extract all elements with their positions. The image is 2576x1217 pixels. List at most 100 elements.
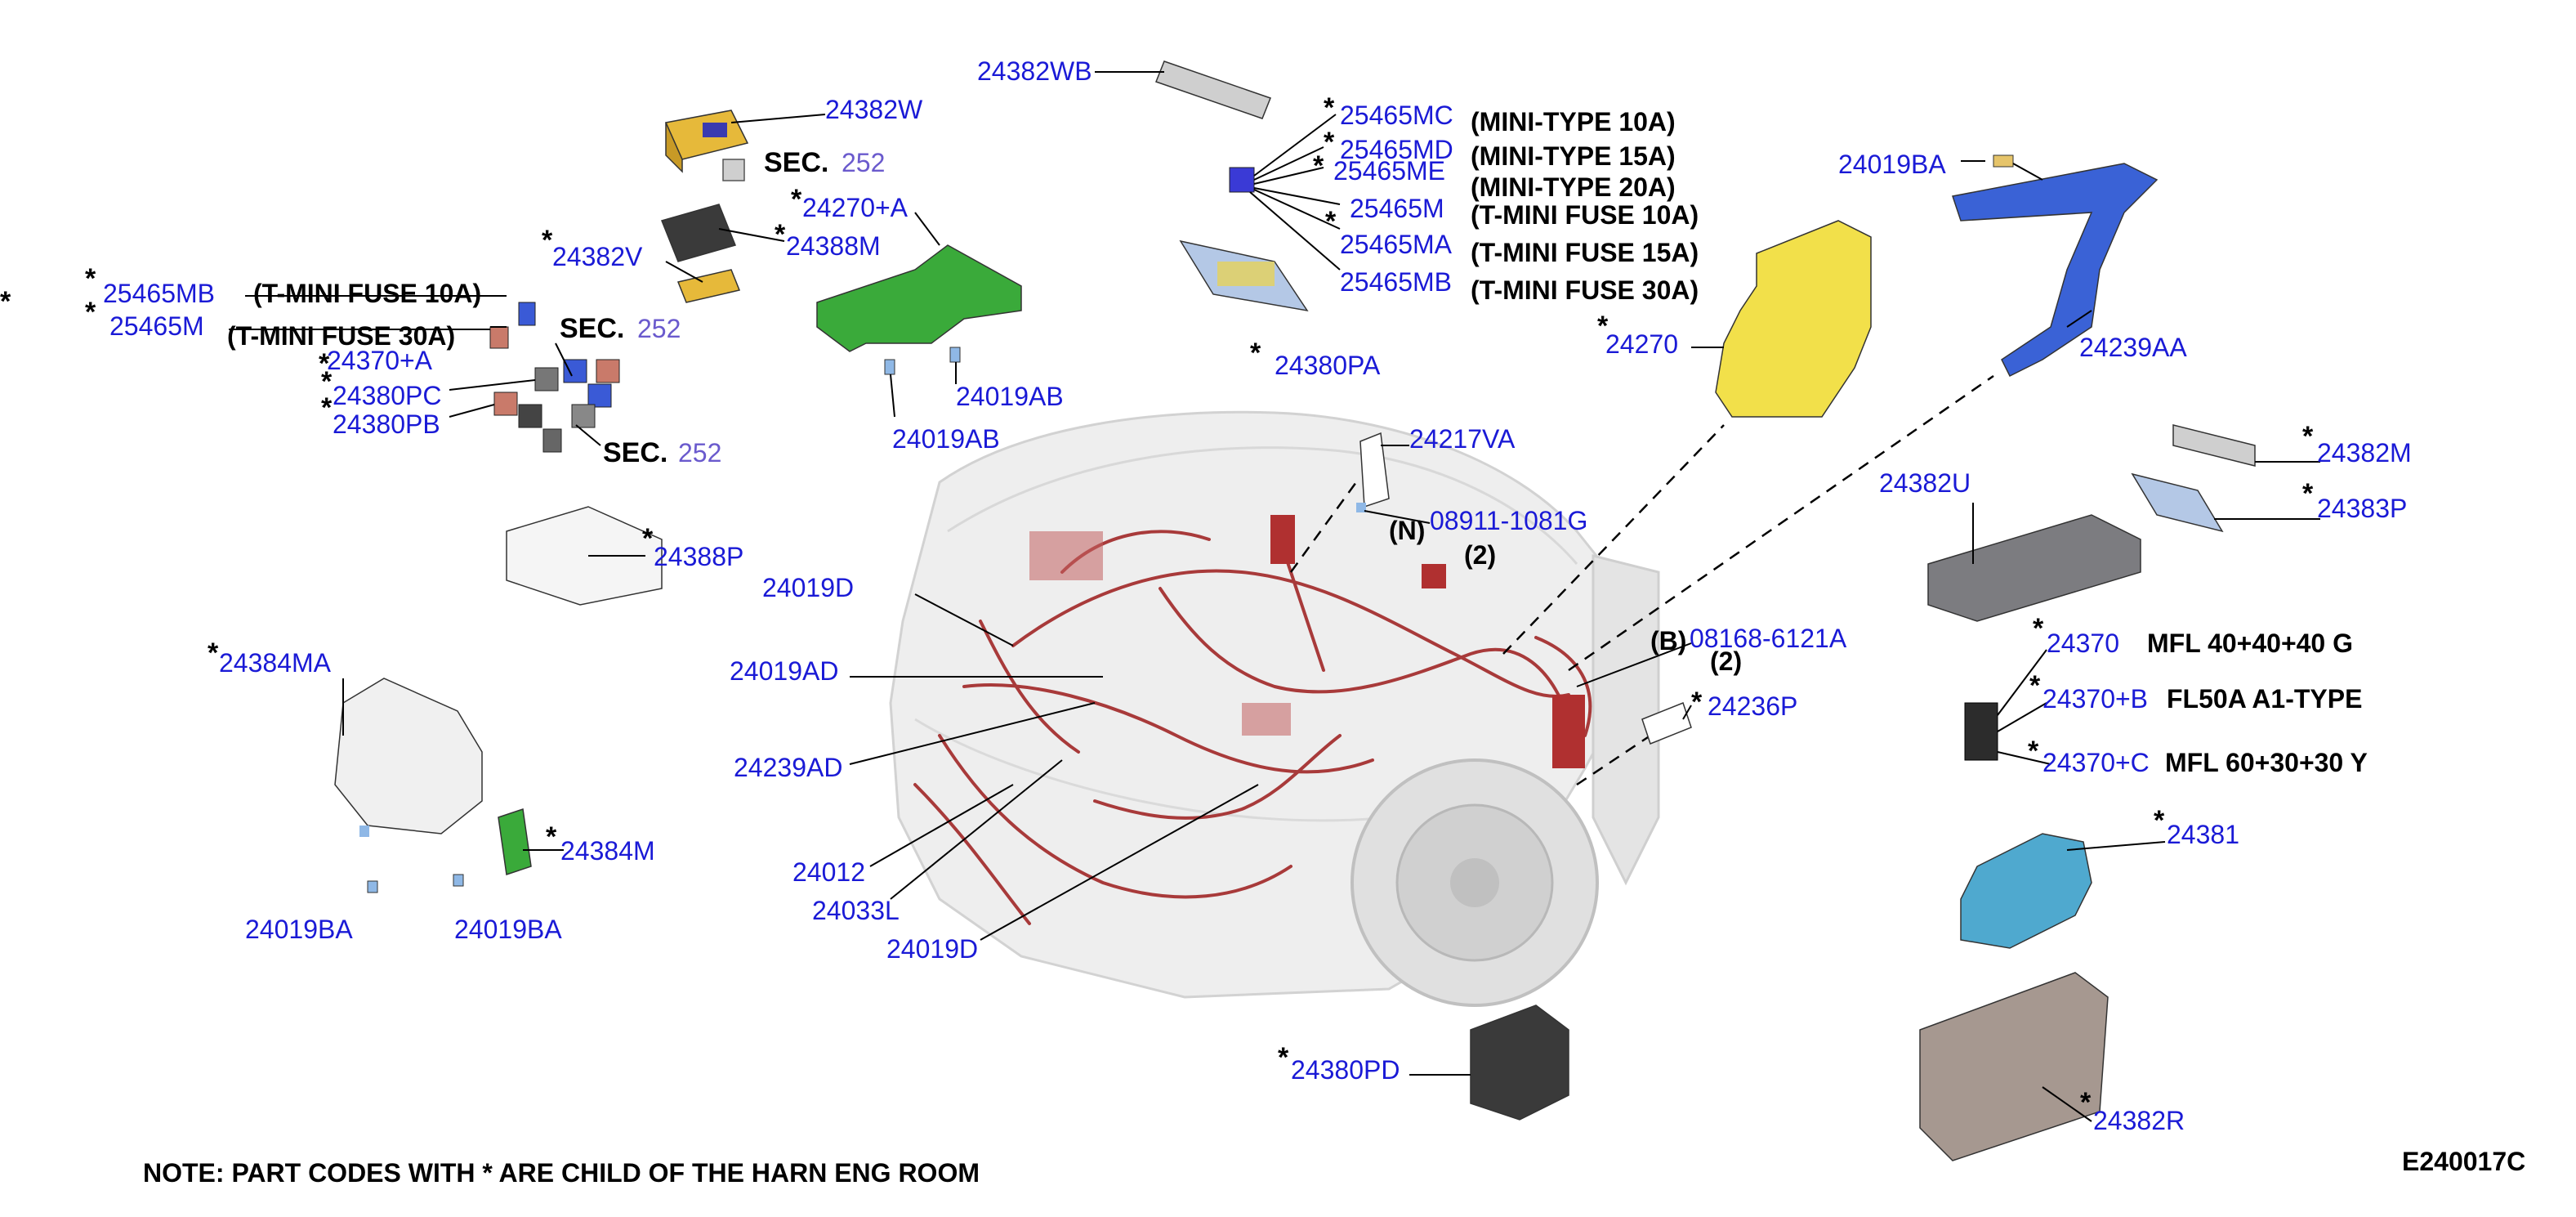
clip-24019AB-shape [884,347,961,375]
sec-prefix-top: SEC. [764,147,828,178]
part-label-08168-6121A: 08168-6121A [1690,624,1847,653]
sec-number-low: 252 [678,438,721,468]
leader-lines [229,71,2320,1122]
star-24388P: * [642,523,654,554]
part-label-24380PB: 24380PB [333,409,440,439]
part-24384MA-shape [334,678,483,837]
star-24370B: * [2029,670,2041,701]
marker-n: (N) [1389,516,1425,545]
part-label-24382U: 24382U [1879,468,1971,498]
part-label-24236P: 24236P [1708,691,1797,721]
part-label-24382M: 24382M [2317,438,2412,468]
part-label-24370: 24370 [2047,629,2119,658]
fuse-rating-t-mini-10a-left: (T-MINI FUSE 10A) [253,279,481,308]
star-24382V: * [542,225,553,256]
quantity-b: (2) [1710,647,1742,676]
bracket-24236P-shape [1641,702,1692,745]
mini-fuse-cluster-shape [1229,167,1255,193]
part-label-24239AA: 24239AA [2079,333,2187,362]
star-25465MB-left: * [85,263,96,294]
rating-mfl-40: MFL 40+40+40 G [2147,629,2353,658]
fuse-rating-mini-10a: (MINI-TYPE 10A) [1471,107,1676,136]
fuse-rating-t-mini-10a: (T-MINI FUSE 10A) [1471,200,1699,230]
rating-fl50a: FL50A A1-TYPE [2167,684,2362,714]
part-label-25465MD: 25465MD [1340,135,1453,164]
star-24380PC: * [321,366,333,397]
part-label-24270: 24270 [1605,329,1678,359]
part-label-24370C: 24370+C [2042,748,2150,777]
star-24388M: * [775,219,786,250]
part-24382W-shape [664,110,749,173]
part-label-24012: 24012 [792,857,865,887]
part-label-24370B: 24370+B [2042,684,2148,714]
part-label-25465MC: 25465MC [1340,101,1453,130]
part-label-24381: 24381 [2167,820,2239,849]
star-24382R: * [2080,1087,2092,1118]
bracket-24217VA-shape [1356,432,1390,512]
fusible-link-shape [1964,702,1998,761]
part-label-25465ME: 25465ME [1333,156,1445,186]
part-label-24382WB: 24382WB [977,56,1092,86]
part-label-24033L: 24033L [812,896,900,925]
star-24370C: * [2028,736,2039,767]
star-25465MC: * [1324,92,1335,123]
part-label-24382R: 24382R [2093,1106,2185,1135]
part-label-24019AB-left: 24019AB [892,424,1000,454]
fuse-rating-mini-20a: (MINI-TYPE 20A) [1471,172,1676,202]
fuse-rating-t-mini-15a: (T-MINI FUSE 15A) [1471,238,1699,267]
part-label-25465MA: 25465MA [1340,230,1453,259]
part-24388P-shape [506,506,663,606]
part-label-24239AD: 24239AD [734,753,842,782]
sec-number-top: 252 [842,148,885,177]
part-label-25465MB-left: 25465MB [103,279,215,308]
rating-mfl-60: MFL 60+30+30 Y [2165,748,2368,777]
star-24382M: * [2302,421,2314,452]
footer-note: NOTE: PART CODES WITH * ARE CHILD OF THE… [143,1158,980,1188]
quantity-n: (2) [1464,540,1496,570]
part-label-25465M: 25465M [1350,194,1444,223]
star-24383P: * [2302,478,2314,509]
fuse-holder-sec252-top-shape [722,159,745,181]
star-24270A: * [791,184,802,215]
engine-room-harness [913,515,1592,925]
box-24382U-shape [1927,514,2141,622]
star-24380PD: * [1278,1042,1289,1073]
part-label-24019BA-top: 24019BA [1838,150,1946,179]
part-24388M-shape [660,204,737,262]
part-24383P-shape [2131,472,2224,533]
star-24380PA: * [1250,338,1261,369]
front-wheel [1351,758,1599,1007]
part-label-24217VA: 24217VA [1409,424,1516,454]
star-24370: * [2033,613,2044,644]
module-24381-shape [1960,833,2092,949]
part-label-24380PC: 24380PC [333,381,441,410]
part-label-24380PD: 24380PD [1291,1055,1400,1085]
part-label-24388M: 24388M [786,231,881,261]
part-label-24019AD: 24019AD [730,656,838,686]
relay-cluster-shape [489,302,620,453]
star-24236P: * [1691,687,1703,718]
bracket-24239AA-shape [1952,163,2159,378]
diagram-code: E240017C [2402,1147,2525,1176]
part-label-24370A: 24370+A [327,346,433,375]
part-label-24019AB-right: 24019AB [956,382,1064,411]
stray-star: * [0,286,11,317]
part-24380PA-shape [1179,239,1309,312]
part-label-24384MA: 24384MA [219,648,332,678]
part-label-24019BA-right: 24019BA [454,915,562,944]
star-24384M: * [546,821,557,852]
star-25465M-left: * [85,297,96,328]
part-24382M-shape [2172,424,2256,467]
part-label-24382W: 24382W [825,95,923,124]
star-25465ME: * [1313,150,1324,181]
clip-24019BA-left-shape [367,874,464,893]
part-24384M-shape [498,808,532,875]
fuse-rating-t-mini-30a: (T-MINI FUSE 30A) [1471,275,1699,305]
star-24384MA: * [208,638,219,669]
box-24380PD-shape [1470,1004,1569,1121]
sec-prefix-mid: SEC. [560,313,624,344]
star-24270: * [1597,311,1609,342]
bracket-24270A-shape [816,244,1022,352]
part-label-24019D-top: 24019D [762,573,854,602]
